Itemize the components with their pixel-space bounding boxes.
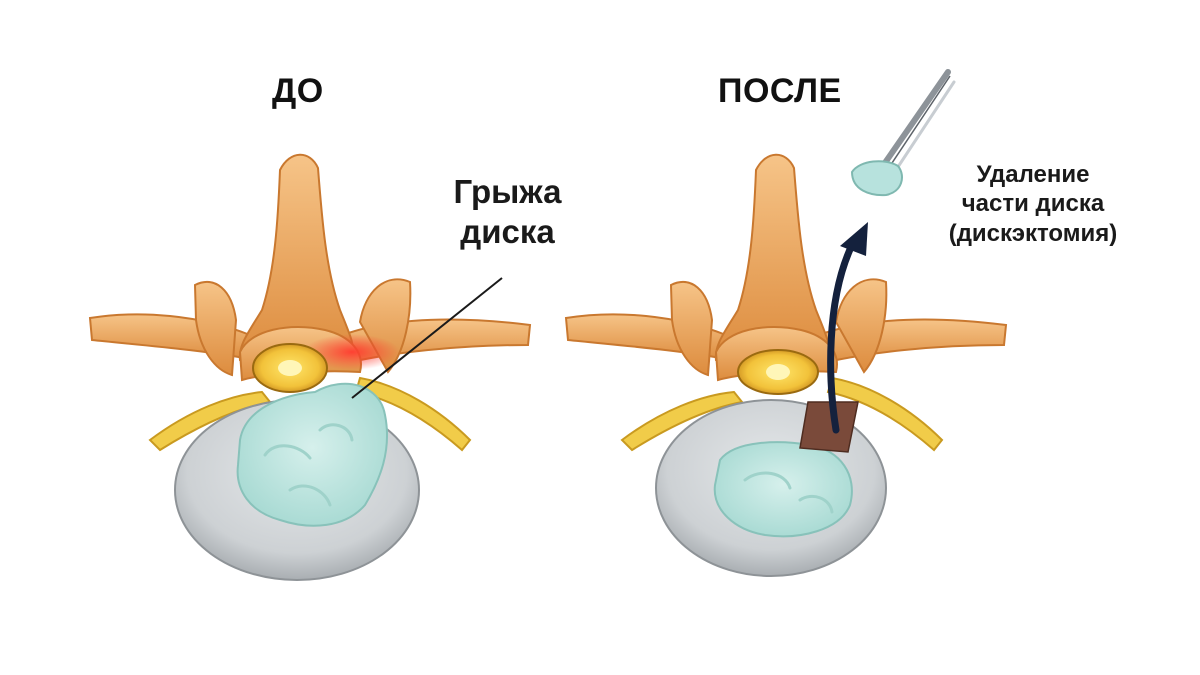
vertebra-before <box>88 153 532 581</box>
title-after: ПОСЛЕ <box>718 72 842 110</box>
herniated-nucleus <box>236 382 389 527</box>
title-before: ДО <box>272 72 324 110</box>
label-disc-hernia: Грыжа диска <box>435 172 580 253</box>
label-hernia-line1: Грыжа <box>453 173 562 210</box>
label-discectomy: Удаление части диска (дискэктомия) <box>918 160 1148 248</box>
spinous-process <box>714 153 830 362</box>
forceps-instrument <box>877 69 956 178</box>
nucleus <box>713 441 853 538</box>
label-removal-line3: (дискэктомия) <box>948 219 1118 247</box>
facet-left <box>193 280 238 377</box>
facet-right <box>834 278 888 374</box>
label-removal-line1: Удаление <box>976 161 1090 188</box>
removed-tissue-channel <box>799 401 859 453</box>
facet-left <box>669 280 714 377</box>
vertebra-after <box>564 153 1008 577</box>
inflammation-glow <box>304 334 400 370</box>
removal-arrow <box>827 222 868 434</box>
removed-disc-fragment <box>850 160 903 197</box>
nerve-root-right <box>826 376 944 452</box>
nerve-root-right <box>354 376 472 452</box>
hernia-pointer-line <box>351 277 503 399</box>
label-hernia-line2: диска <box>460 213 555 251</box>
label-removal-line2: части диска <box>961 190 1105 218</box>
